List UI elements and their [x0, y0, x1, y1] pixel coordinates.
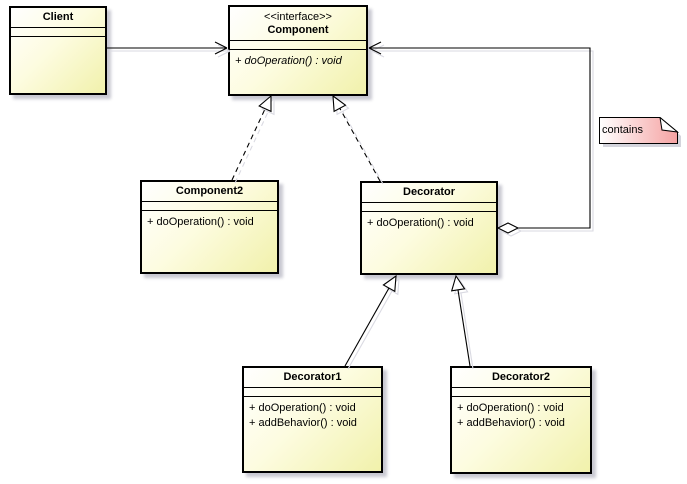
attributes-compartment — [452, 387, 590, 397]
operations-compartment: + doOperation() : void — [230, 50, 366, 94]
class-box-component2[interactable]: Component2 + doOperation() : void — [140, 180, 279, 274]
note-fold-corner — [659, 116, 680, 133]
class-box-client[interactable]: Client — [9, 6, 107, 95]
attributes-compartment — [244, 387, 381, 397]
operations-compartment: + doOperation() : void — [142, 211, 277, 272]
operations-compartment: + doOperation() : void + addBehavior() :… — [452, 397, 590, 472]
attributes-compartment — [362, 202, 496, 212]
realization-decorator-component[interactable] — [332, 94, 384, 185]
generalization-line — [457, 289, 471, 367]
class-title: Client — [42, 11, 74, 23]
wire-shadow — [453, 277, 474, 370]
realization-line — [339, 108, 381, 182]
operation-label: + doOperation() : void — [367, 217, 474, 229]
open-arrowhead-icon — [214, 41, 228, 55]
hollow-triangle-arrowhead-icon — [332, 94, 347, 113]
wire-shadow — [335, 97, 384, 185]
attributes-compartment — [230, 40, 366, 50]
uml-note-contains[interactable]: contains — [599, 116, 683, 149]
operation-label: + doOperation() : void — [457, 402, 564, 414]
stereotype-label: <<interface>> — [264, 11, 332, 23]
class-box-decorator[interactable]: Decorator + doOperation() : void — [360, 181, 498, 275]
class-title: Decorator1 — [283, 371, 342, 383]
class-title: Decorator2 — [491, 371, 551, 383]
operations-compartment: + doOperation() : void + addBehavior() :… — [244, 397, 381, 471]
hollow-diamond-icon — [496, 222, 520, 234]
hollow-triangle-arrowhead-icon — [382, 274, 397, 293]
class-box-decorator2[interactable]: Decorator2 + doOperation() : void + addB… — [450, 366, 592, 474]
operation-label: + addBehavior() : void — [249, 417, 357, 429]
operation-label: + doOperation() : void — [249, 402, 356, 414]
wire-shadow — [347, 277, 400, 370]
hollow-triangle-arrowhead-icon — [258, 94, 272, 113]
generalization-decorator1-decorator[interactable] — [344, 274, 400, 370]
class-box-component[interactable]: <<interface>> Component + doOperation() … — [228, 5, 368, 96]
operation-label: + doOperation() : void — [147, 216, 254, 228]
class-title: <<interface>> Component — [230, 7, 366, 40]
class-title: Decorator — [403, 186, 455, 198]
generalization-line — [344, 287, 390, 367]
operation-label: + doOperation() : void — [235, 55, 342, 67]
realization-line — [231, 108, 266, 181]
association-client-component[interactable] — [107, 41, 231, 58]
hollow-triangle-arrowhead-icon — [450, 274, 466, 292]
operation-label: + addBehavior() : void — [457, 417, 565, 429]
attributes-compartment — [142, 201, 277, 211]
generalization-decorator2-decorator[interactable] — [450, 274, 474, 370]
class-name: Component — [267, 24, 329, 36]
wire-shadow — [234, 97, 275, 184]
note-shape — [599, 116, 681, 147]
wire-shadow — [110, 44, 231, 58]
note-body — [599, 117, 678, 144]
class-title: Component2 — [175, 185, 244, 197]
realization-component2-component[interactable] — [231, 94, 275, 184]
note-text: contains — [602, 124, 643, 136]
class-box-decorator1[interactable]: Decorator1 + doOperation() : void + addB… — [242, 366, 383, 473]
operations-compartment — [11, 37, 105, 93]
open-arrowhead-icon — [368, 41, 382, 55]
operations-compartment: + doOperation() : void — [362, 212, 496, 273]
attributes-compartment — [11, 27, 105, 37]
